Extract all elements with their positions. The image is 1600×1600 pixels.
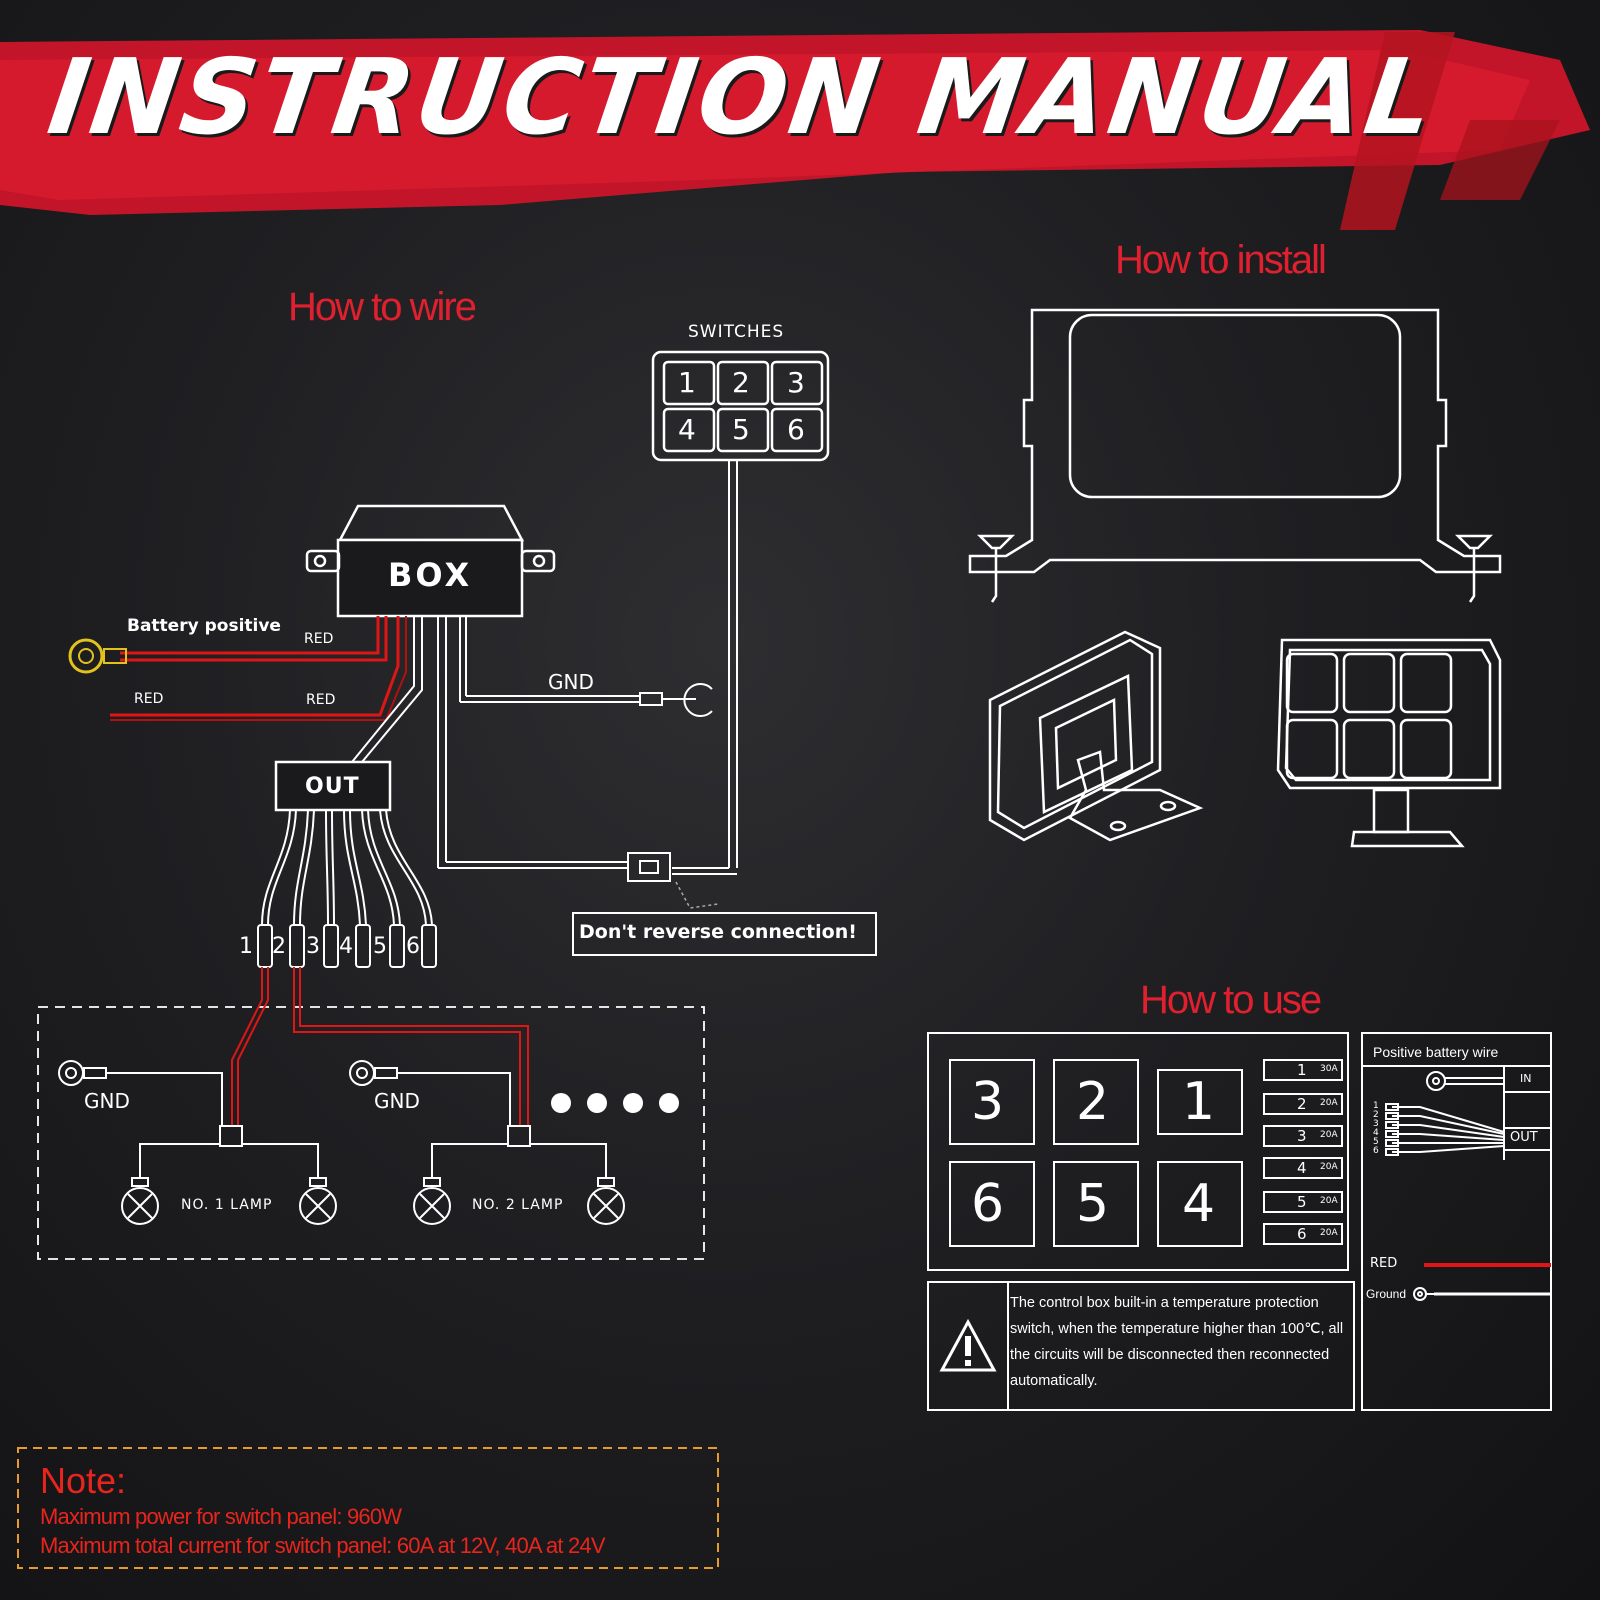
key-label: 5 <box>1076 1174 1110 1234</box>
fuse-number: 1 <box>1297 1061 1307 1079</box>
out-connector <box>274 760 392 812</box>
wiring-legend-panel <box>1361 1032 1552 1411</box>
legend-number: 5 <box>1373 1137 1379 1147</box>
reverse-warning-text: Don't reverse connection! <box>579 921 857 943</box>
key-label: 2 <box>1076 1072 1110 1132</box>
lamp-red-wires <box>231 967 529 1126</box>
page-title: INSTRUCTION MANUAL <box>41 36 1444 158</box>
switch-number: 1 <box>678 366 696 399</box>
note-border <box>17 1447 719 1569</box>
mounting-bracket-diagram <box>968 308 1502 603</box>
section-how-to-use: How to use <box>1140 978 1322 1022</box>
legend-number: 1 <box>1373 1101 1379 1111</box>
control-box-diagram <box>305 504 556 618</box>
legend-number: 2 <box>1373 1110 1379 1120</box>
positive-wire-label: Positive battery wire <box>1373 1044 1499 1060</box>
fuse-amp: 30A <box>1320 1064 1338 1074</box>
lamp-area-border <box>37 1006 705 1260</box>
out-label: OUT <box>305 774 360 799</box>
out-number: 3 <box>306 934 320 959</box>
out-plugs <box>257 924 437 968</box>
lamp-gnd-label: GND <box>84 1089 130 1113</box>
battery-positive-label: Battery positive <box>127 616 281 636</box>
red-wire-label: RED <box>304 631 334 647</box>
legend-number: 4 <box>1373 1128 1379 1138</box>
gnd-label: GND <box>548 670 594 694</box>
note-line-current: Maximum total current for switch panel: … <box>40 1533 606 1558</box>
legend-number: 6 <box>1373 1146 1379 1156</box>
red-wire-label: RED <box>306 692 336 708</box>
key-label: 6 <box>971 1174 1005 1234</box>
box-label: BOX <box>388 556 473 594</box>
switch-number: 6 <box>787 413 805 446</box>
reverse-warning-box <box>572 912 877 956</box>
out-number: 6 <box>406 934 420 959</box>
switch-panel-layout <box>927 1032 1349 1271</box>
temperature-warning-text: The control box built-in a temperature p… <box>1010 1295 1344 1389</box>
in-label: IN <box>1520 1072 1532 1085</box>
legend-red-label: RED <box>1370 1256 1398 1271</box>
warning-triangle-icon <box>939 1318 997 1372</box>
lamp-gnd-label: GND <box>374 1089 420 1113</box>
switch-cable <box>437 460 738 882</box>
fuse-number: 2 <box>1297 1095 1307 1113</box>
fuse-number: 6 <box>1297 1225 1307 1243</box>
lamp-1-label: NO. 1 LAMP <box>181 1197 273 1213</box>
out-number: 2 <box>272 934 286 959</box>
switch-number: 2 <box>732 366 750 399</box>
fuse-amp: 20A <box>1320 1098 1338 1108</box>
legend-ground-label: Ground <box>1366 1287 1407 1301</box>
switch-panel-diagram <box>651 350 830 462</box>
out-number: 1 <box>239 934 253 959</box>
note-line-power: Maximum power for switch panel: 960W <box>40 1504 402 1529</box>
out-wires <box>261 809 433 926</box>
lamp-2-diagram <box>349 1060 625 1225</box>
lamp-1-diagram <box>58 1060 337 1225</box>
section-how-to-install: How to install <box>1115 238 1327 282</box>
key-label: 3 <box>971 1072 1005 1132</box>
panel-back-view <box>988 630 1204 842</box>
key-label: 4 <box>1182 1174 1216 1234</box>
section-how-to-wire: How to wire <box>288 285 477 329</box>
hint-arrow-icon <box>675 881 719 909</box>
fuse-amp: 20A <box>1320 1196 1338 1206</box>
panel-front-view <box>1276 638 1502 848</box>
out-number: 5 <box>373 934 387 959</box>
key-label: 1 <box>1182 1072 1216 1132</box>
fuse-number: 3 <box>1297 1127 1307 1145</box>
more-lamps-dots <box>551 1093 679 1113</box>
switch-number: 5 <box>732 413 750 446</box>
fuse-number: 5 <box>1297 1193 1307 1211</box>
lamp-2-label: NO. 2 LAMP <box>472 1197 564 1213</box>
temperature-warning-panel <box>927 1281 1355 1411</box>
note-heading: Note: <box>40 1460 127 1501</box>
switch-number: 4 <box>678 413 696 446</box>
fuse-amp: 20A <box>1320 1130 1338 1140</box>
fuse-amp: 20A <box>1320 1228 1338 1238</box>
switch-number: 3 <box>787 366 805 399</box>
legend-out-label: OUT <box>1510 1130 1538 1145</box>
fuse-number: 4 <box>1297 1159 1307 1177</box>
battery-wires <box>68 616 423 763</box>
red-wire-label: RED <box>134 691 164 707</box>
legend-number: 3 <box>1373 1119 1379 1129</box>
fuse-amp: 20A <box>1320 1162 1338 1172</box>
out-number: 4 <box>339 934 353 959</box>
title-banner <box>0 30 1590 230</box>
switches-label: SWITCHES <box>688 322 785 342</box>
